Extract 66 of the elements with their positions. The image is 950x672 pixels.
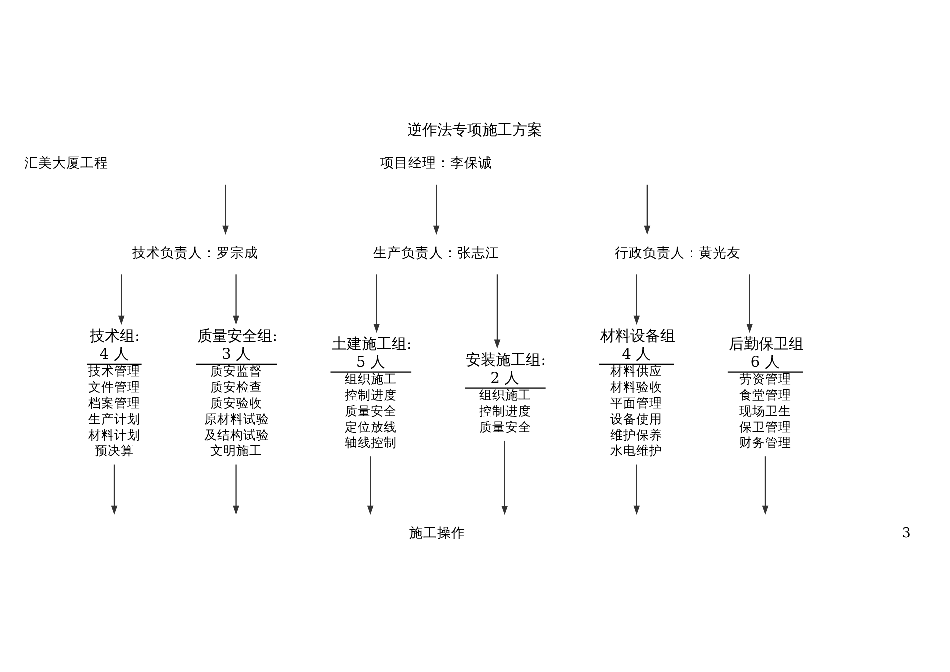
node-text: 技术负责人：罗宗成 — [132, 245, 258, 262]
node-label: 轴线控制 — [344, 434, 397, 450]
node-text: 项目经理：李保诚 — [380, 155, 493, 172]
node-label: 平面管理 — [610, 394, 663, 410]
node-label: 材料供应 — [610, 363, 663, 378]
node-label: 维护保养 — [610, 426, 663, 442]
node-label: 组织施工 — [344, 371, 397, 386]
node-label: 质安验收 — [210, 394, 263, 410]
arrow — [367, 456, 374, 514]
arrow — [233, 464, 240, 515]
label: 3 — [902, 524, 911, 541]
arrow — [233, 274, 240, 325]
node-label: 土建施工组: — [332, 335, 412, 352]
node-label: 质量安全 — [344, 402, 397, 418]
arrow — [111, 464, 118, 515]
label: 汇美大厦工程 — [24, 155, 109, 172]
node-label: 控制进度 — [479, 402, 532, 418]
arrow — [644, 184, 651, 234]
node-label: 设备使用 — [610, 410, 663, 426]
arrow — [222, 184, 229, 234]
node-label: 质安监督 — [210, 363, 263, 378]
node-label: 后勤保卫组 — [729, 335, 804, 352]
node-label: 现场卫生 — [739, 402, 792, 418]
node-label: 水电维护 — [610, 442, 663, 458]
node-label: 技术组: — [90, 327, 140, 344]
arrow — [374, 274, 380, 333]
node-label: 组织施工 — [479, 386, 532, 402]
node-label: 材料验收 — [610, 378, 663, 394]
node-label: 食堂管理 — [739, 386, 792, 402]
node-text: 行政负责人：黄光友 — [614, 245, 741, 262]
node-label: 5 人 — [356, 354, 386, 371]
node-label: 质量安全 — [479, 418, 532, 434]
node-label: 预决算 — [95, 442, 134, 458]
arrow — [762, 456, 769, 514]
diagram-title: 逆作法专项施工方案 — [408, 121, 542, 138]
node-label: 文明施工 — [210, 442, 263, 458]
node-label: 档案管理 — [88, 394, 140, 410]
node-label: 材料设备组 — [600, 327, 676, 344]
node-label: 材料计划 — [88, 426, 140, 442]
node-label: 保卫管理 — [739, 418, 792, 434]
node-label: 安装施工组: — [466, 351, 546, 368]
arrow — [634, 464, 640, 515]
node-label: 原材料试验 — [204, 410, 270, 426]
node-label: 3 人 — [222, 346, 252, 363]
arrow — [494, 274, 501, 348]
node-label: 定位放线 — [344, 418, 397, 434]
node-label: 劳资管理 — [739, 371, 792, 386]
node-label: 6 人 — [750, 354, 780, 371]
node-label: 生产计划 — [88, 410, 140, 426]
arrow — [746, 274, 754, 333]
node-label: 及结构试验 — [204, 426, 270, 442]
arrow — [433, 184, 440, 234]
arrow — [502, 440, 508, 515]
arrow — [118, 274, 125, 325]
node-label: 财务管理 — [739, 434, 792, 450]
arrow — [634, 274, 640, 325]
node-label: 4 人 — [622, 346, 652, 363]
node-label: 4 人 — [100, 346, 129, 363]
node-label: 质安检查 — [210, 378, 263, 394]
node-label: 文件管理 — [88, 378, 140, 394]
node-text: 施工操作 — [410, 524, 466, 541]
node-text: 生产负责人：张志江 — [374, 245, 500, 262]
node-label: 质量安全组: — [198, 327, 278, 344]
node-label: 技术管理 — [88, 363, 140, 378]
node-label: 控制进度 — [344, 386, 397, 402]
node-label: 2 人 — [490, 370, 520, 387]
